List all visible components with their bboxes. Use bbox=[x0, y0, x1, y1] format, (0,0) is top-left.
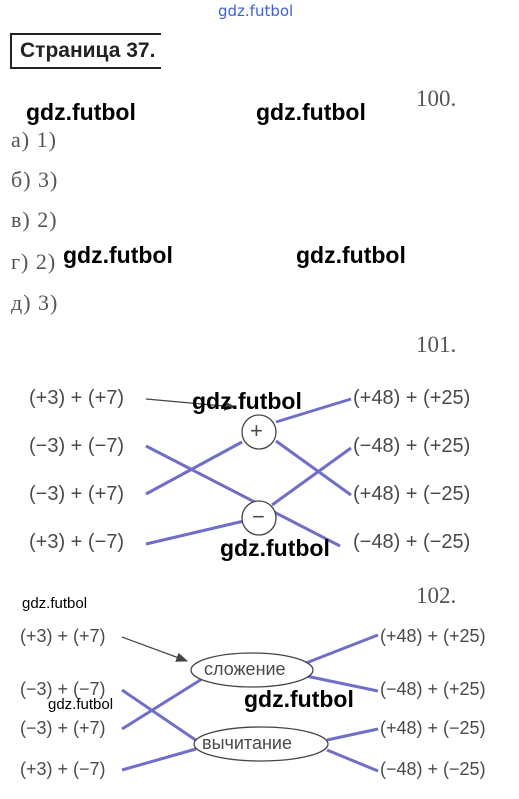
link-101-left2-minus bbox=[145, 444, 341, 548]
expr-102-right-1: (+48) + (+25) bbox=[380, 626, 486, 646]
page-label: Страница 37. bbox=[20, 39, 156, 62]
link-102-add-right1 bbox=[305, 633, 379, 665]
addition-label: сложение bbox=[204, 659, 286, 679]
page-label-box: Страница 37. bbox=[10, 33, 161, 69]
task-100-number: 100. bbox=[416, 86, 457, 111]
answer-g: г) 2) bbox=[11, 249, 57, 274]
watermark-top[interactable]: gdz.futbol bbox=[218, 2, 294, 20]
diagram-101 bbox=[145, 397, 352, 548]
answer-d: д) 3) bbox=[11, 290, 59, 315]
expr-102-left-3: (−3) + (+7) bbox=[20, 718, 106, 738]
expr-102-right-3: (+48) + (−25) bbox=[380, 718, 486, 738]
subtraction-ellipse bbox=[193, 726, 329, 762]
expr-101-right-2: (−48) + (+25) bbox=[353, 435, 471, 457]
watermark: gdz.futbol bbox=[256, 99, 366, 125]
plus-circle bbox=[241, 414, 277, 450]
link-102-left3-add bbox=[121, 677, 203, 731]
expr-102-right-4: (−48) + (−25) bbox=[380, 759, 486, 779]
answer-v: в) 2) bbox=[11, 207, 58, 232]
link-101-left3-plus bbox=[145, 440, 243, 496]
expr-101-left-1: (+3) + (+7) bbox=[29, 387, 125, 409]
link-102-add-right2 bbox=[305, 674, 379, 693]
link-101-plus-right1 bbox=[275, 397, 352, 424]
addition-ellipse bbox=[190, 652, 314, 688]
link-102-sub-right3 bbox=[326, 727, 379, 742]
expr-102-left-2: (−3) + (−7) bbox=[20, 679, 106, 699]
expr-101-right-4: (−48) + (−25) bbox=[353, 531, 471, 553]
watermark-small: gdz.futbol bbox=[48, 696, 114, 713]
watermark-small: gdz.futbol bbox=[22, 595, 88, 612]
task-102-number: 102. bbox=[416, 583, 457, 608]
link-102-left2-sub bbox=[121, 688, 201, 745]
link-101-minus-right2 bbox=[271, 446, 352, 507]
watermark: gdz.futbol bbox=[220, 535, 330, 561]
expr-102-right-2: (−48) + (+25) bbox=[380, 679, 486, 699]
arrow-101 bbox=[145, 398, 237, 411]
task-101-number: 101. bbox=[416, 332, 457, 357]
minus-circle bbox=[241, 500, 277, 536]
expr-101-left-4: (+3) + (−7) bbox=[29, 531, 125, 553]
link-101-plus-right3 bbox=[275, 439, 352, 497]
subtraction-label: вычитание bbox=[202, 733, 292, 753]
link-101-left4-minus bbox=[145, 519, 245, 546]
diagram-102 bbox=[121, 633, 379, 773]
plus-sign: + bbox=[250, 418, 263, 443]
minus-sign: − bbox=[252, 504, 265, 529]
watermark: gdz.futbol bbox=[244, 686, 354, 712]
link-102-sub-right4 bbox=[326, 748, 379, 773]
watermark: gdz.futbol bbox=[192, 388, 302, 414]
expr-101-right-1: (+48) + (+25) bbox=[353, 387, 471, 409]
expr-101-right-3: (+48) + (−25) bbox=[353, 483, 471, 505]
expr-101-left-2: (−3) + (−7) bbox=[29, 435, 125, 457]
answer-a: а) 1) bbox=[11, 127, 57, 152]
expr-101-left-3: (−3) + (+7) bbox=[29, 483, 125, 505]
watermark: gdz.futbol bbox=[26, 99, 136, 125]
link-102-left4-sub bbox=[121, 747, 197, 772]
expr-102-left-1: (+3) + (+7) bbox=[20, 626, 106, 646]
watermark: gdz.futbol bbox=[296, 242, 406, 268]
arrow-102 bbox=[121, 636, 189, 662]
expr-102-left-4: (+3) + (−7) bbox=[20, 759, 106, 779]
watermark: gdz.futbol bbox=[63, 242, 173, 268]
answer-b: б) 3) bbox=[11, 167, 59, 192]
